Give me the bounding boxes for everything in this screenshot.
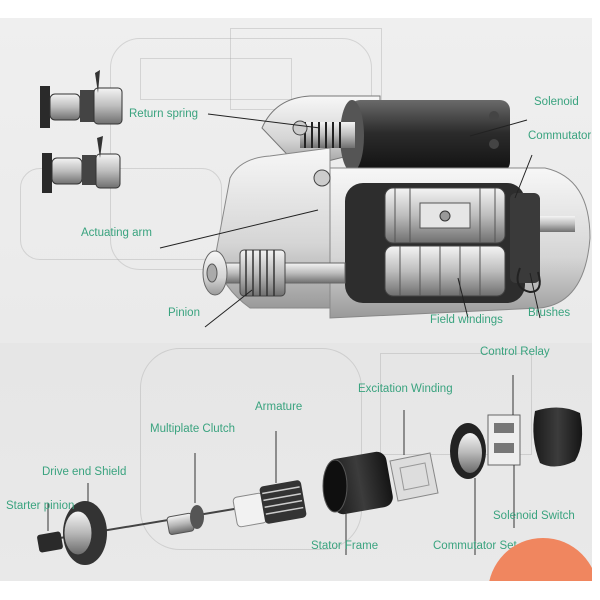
label-drive-end-shield: Drive end Shield [42, 466, 127, 478]
exploded-panel: Control Relay Excitation Winding Armatur… [0, 343, 592, 581]
cutaway-panel: Return spring Solenoid Commutator Actuat… [0, 18, 592, 343]
starter-motor-exploded [37, 375, 583, 565]
label-stator-frame: Stator Frame [311, 540, 379, 552]
label-armature: Armature [255, 401, 303, 413]
blueprint-outline [140, 58, 292, 100]
label-field-windings: Field windings [430, 314, 503, 326]
leader-lines [159, 113, 541, 328]
label-return-spring: Return spring [129, 108, 199, 120]
drive-assembly-icon [40, 70, 123, 128]
drive-assembly-icon [42, 136, 121, 193]
label-solenoid: Solenoid [534, 96, 579, 108]
leader-lines [47, 375, 515, 555]
blueprint-outline [20, 168, 222, 260]
label-brushes: Brushes [528, 307, 571, 319]
blueprint-outline [140, 348, 362, 550]
label-multiplate-clutch: Multiplate Clutch [150, 423, 236, 435]
label-control-relay: Control Relay [480, 346, 550, 358]
diagram-canvas: Return spring Solenoid Commutator Actuat… [0, 18, 592, 581]
label-starter-pinion: Starter pinion [6, 500, 75, 512]
label-excitation-winding: Excitation Winding [358, 383, 453, 395]
label-actuating-arm: Actuating arm [81, 227, 152, 239]
label-commutator: Commutator [528, 130, 592, 142]
label-commutator-set: Commutator Set [433, 540, 517, 552]
label-solenoid-switch: Solenoid Switch [493, 510, 575, 522]
starter-motor-cutaway [40, 70, 591, 328]
label-pinion: Pinion [168, 307, 200, 319]
